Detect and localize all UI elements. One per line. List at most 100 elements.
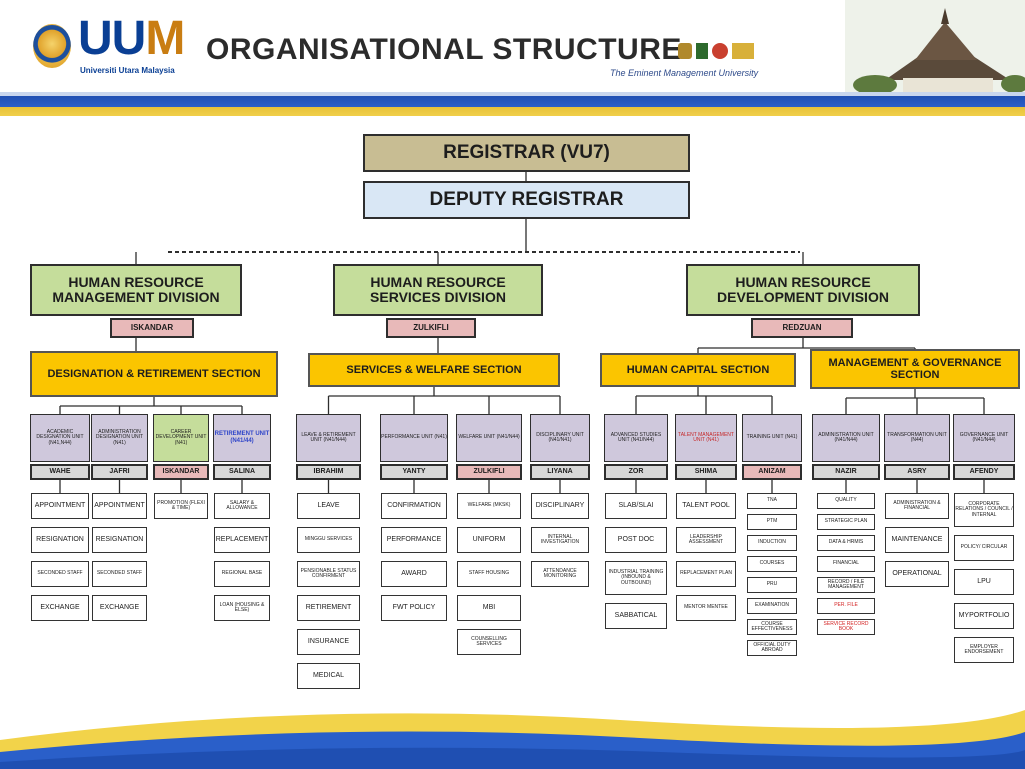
task-box: PTM <box>747 514 797 530</box>
task-box: RECORD / FILE MANAGEMENT <box>817 577 875 593</box>
task-box: EXCHANGE <box>92 595 147 621</box>
task-box: REGIONAL BASE <box>214 561 270 587</box>
logo-text-uu: UU <box>78 12 146 65</box>
unit-box: TRAINING UNIT (N41) <box>742 414 802 462</box>
unit-officer-badge: AFENDY <box>953 464 1015 480</box>
unit-officer-badge: YANTY <box>380 464 448 480</box>
task-box: RETIREMENT <box>297 595 360 621</box>
task-box: SABBATICAL <box>605 603 667 629</box>
unit-box: CAREER DEVELOPMENT UNIT (N41) <box>153 414 209 462</box>
partner-logos <box>678 40 756 62</box>
task-box: QUALITY <box>817 493 875 509</box>
unit-box: TRANSFORMATION UNIT (N44) <box>884 414 950 462</box>
unit-box: PERFORMANCE UNIT (N41) <box>380 414 448 462</box>
task-box: SECONDED STAFF <box>31 561 89 587</box>
task-box: DATA & HRMIS <box>817 535 875 551</box>
task-box: LEAVE <box>297 493 360 519</box>
partner-logo-icon <box>696 43 708 59</box>
task-box: SERVICE RECORD BOOK <box>817 619 875 635</box>
division-head-badge: REDZUAN <box>751 318 853 338</box>
task-box: PRU <box>747 577 797 593</box>
task-box: OPERATIONAL <box>885 561 949 587</box>
task-box: PERFORMANCE <box>381 527 447 553</box>
task-box: TALENT POOL <box>676 493 736 519</box>
task-box: INDUSTRIAL TRAINING (INBOUND & OUTBOUND) <box>605 561 667 595</box>
unit-box: ADVANCED STUDIES UNIT (N41/N44) <box>604 414 668 462</box>
task-box: INSURANCE <box>297 629 360 655</box>
task-box: COURSES <box>747 556 797 572</box>
unit-officer-badge: SHIMA <box>675 464 737 480</box>
section-box: HUMAN CAPITAL SECTION <box>600 353 796 387</box>
connector-lines <box>59 172 985 493</box>
uum-seal-icon <box>33 24 71 68</box>
header-band-light <box>0 92 1025 98</box>
task-box: MEDICAL <box>297 663 360 689</box>
page-title: ORGANISATIONAL STRUCTURE <box>206 33 682 66</box>
task-box: STAFF HOUSING <box>457 561 521 587</box>
bottom-wave-decoration <box>0 710 1025 769</box>
partner-logo-icon <box>678 43 692 59</box>
task-box: MYPORTFOLIO <box>954 603 1014 629</box>
registrar-box: REGISTRAR (VU7) <box>363 134 690 172</box>
task-box: AWARD <box>381 561 447 587</box>
logo-subtitle: Universiti Utara Malaysia <box>80 66 175 75</box>
task-box: EMPLOYER ENDORSEMENT <box>954 637 1014 663</box>
header-band <box>0 96 1025 116</box>
unit-officer-badge: NAZIR <box>812 464 880 480</box>
task-box: LEADERSHIP ASSESSMENT <box>676 527 736 553</box>
division-head-badge: ZULKIFLI <box>386 318 476 338</box>
division-box: HUMAN RESOURCE DEVELOPMENT DIVISION <box>686 264 920 316</box>
partner-logo-icon <box>712 43 728 59</box>
org-chart: REGISTRAR (VU7) DEPUTY REGISTRAR HUMAN RES… <box>0 116 1025 769</box>
unit-officer-badge: ANIZAM <box>742 464 802 480</box>
task-box: MBI <box>457 595 521 621</box>
motto: The Eminent Management University <box>610 68 759 78</box>
logo-text-m: M <box>145 12 185 65</box>
task-box: APPOINTMENT <box>31 493 89 519</box>
task-box: SECONDED STAFF <box>92 561 147 587</box>
unit-officer-badge: IBRAHIM <box>296 464 361 480</box>
section-box: DESIGNATION & RETIREMENT SECTION <box>30 351 278 397</box>
unit-officer-badge: ZOR <box>604 464 668 480</box>
unit-box: TALENT MANAGEMENT UNIT (N41) <box>675 414 737 462</box>
task-box: RESIGNATION <box>31 527 89 553</box>
task-box: ATTENDANCE MONITORING <box>531 561 589 587</box>
partner-logo-icon <box>732 43 754 59</box>
unit-officer-badge: SALINA <box>213 464 271 480</box>
task-box: APPOINTMENT <box>92 493 147 519</box>
task-box: REPLACEMENT PLAN <box>676 561 736 587</box>
section-box: SERVICES & WELFARE SECTION <box>308 353 560 387</box>
task-box: FWT POLICY <box>381 595 447 621</box>
unit-box: ACADEMIC DESIGNATION UNIT (N41,N44) <box>30 414 90 462</box>
task-box: CORPORATE RELATIONS / COUNCIL / INTERNAL <box>954 493 1014 527</box>
task-box: DISCIPLINARY <box>531 493 589 519</box>
unit-box: RETIREMENT UNIT (N41/44) <box>213 414 271 462</box>
task-box: TNA <box>747 493 797 509</box>
uum-logo: UUM <box>78 12 185 65</box>
unit-box: DISCIPLINARY UNIT (N41/N41) <box>530 414 590 462</box>
task-box: PROMOTION (FLEXI & TIME) <box>154 493 208 519</box>
unit-officer-badge: ISKANDAR <box>153 464 209 480</box>
unit-officer-badge: ASRY <box>884 464 950 480</box>
task-box: COUNSELLING SERVICES <box>457 629 521 655</box>
division-box: HUMAN RESOURCE MANAGEMENT DIVISION <box>30 264 242 316</box>
unit-box: LEAVE & RETIREMENT UNIT (N41/N44) <box>296 414 361 462</box>
task-box: PER. FILE <box>817 598 875 614</box>
task-box: MENTOR MENTEE <box>676 595 736 621</box>
task-box: OFFICIAL DUTY ABROAD <box>747 640 797 656</box>
task-box: LOAN (HOUSING & ELSE) <box>214 595 270 621</box>
unit-officer-badge: JAFRI <box>91 464 148 480</box>
building-icon <box>845 0 1025 100</box>
task-box: SLAB/SLAI <box>605 493 667 519</box>
task-box: SALARY & ALLOWANCE <box>214 493 270 519</box>
task-box: ADMINISTRATION & FINANCIAL <box>885 493 949 519</box>
unit-officer-badge: WAHE <box>30 464 90 480</box>
task-box: INDUCTION <box>747 535 797 551</box>
task-box: COURSE EFFECTIVENESS <box>747 619 797 635</box>
task-box: MAINTENANCE <box>885 527 949 553</box>
task-box: CONFIRMATION <box>381 493 447 519</box>
task-box: FINANCIAL <box>817 556 875 572</box>
division-box: HUMAN RESOURCE SERVICES DIVISION <box>333 264 543 316</box>
deputy-registrar-box: DEPUTY REGISTRAR <box>363 181 690 219</box>
